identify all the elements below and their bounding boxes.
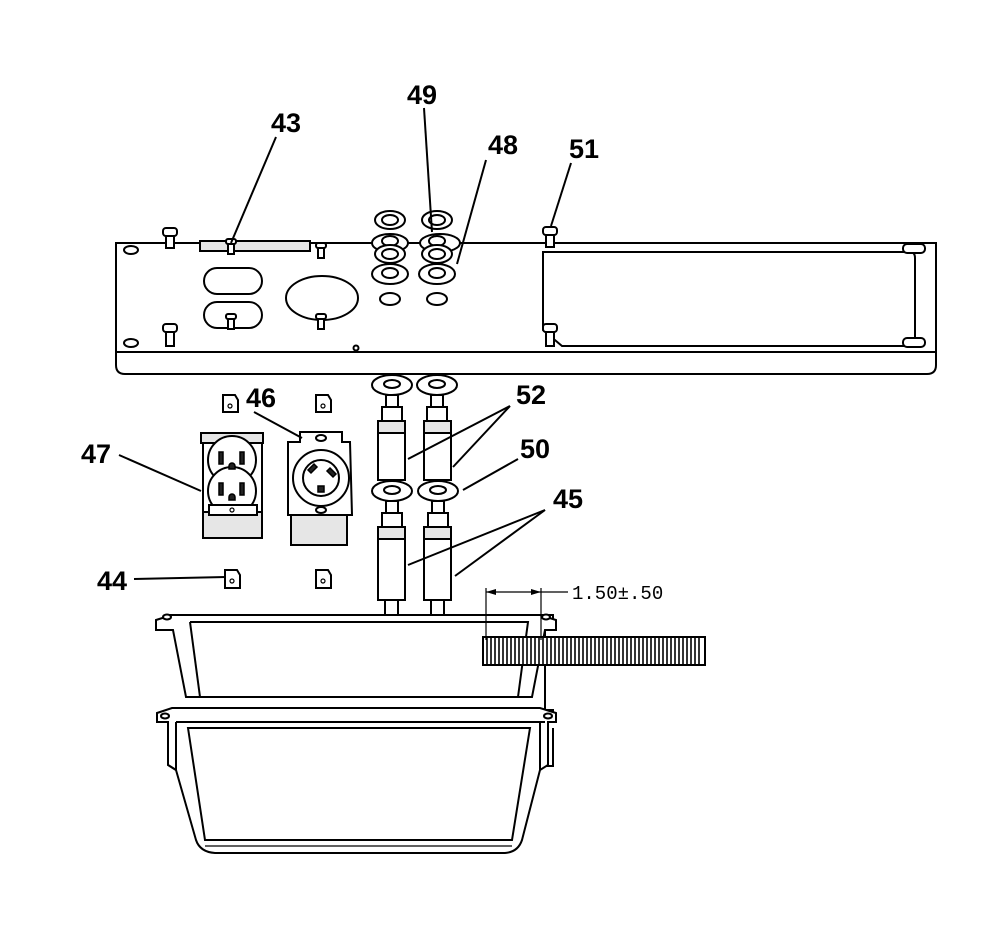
cable-ribs xyxy=(486,638,700,664)
callout-49: 49 xyxy=(407,80,437,110)
ribbed-cable xyxy=(482,636,706,666)
callout-47: 47 xyxy=(81,439,111,469)
screw-studs xyxy=(162,226,558,347)
twist-lock-receptacle xyxy=(287,431,354,546)
callout-50: 50 xyxy=(520,434,550,464)
terminal-clips xyxy=(222,394,332,589)
nut-washer-stacks xyxy=(371,210,461,285)
callout-52: 52 xyxy=(516,380,546,410)
callout-51: 51 xyxy=(569,134,599,164)
lower-posts xyxy=(371,480,459,618)
callout-43: 43 xyxy=(271,108,301,138)
top-panel xyxy=(115,240,937,375)
enclosure-box xyxy=(155,613,557,854)
callout-45: 45 xyxy=(553,484,583,514)
leader-lines xyxy=(118,107,572,580)
callout-44: 44 xyxy=(97,566,127,596)
callout-48: 48 xyxy=(488,130,518,160)
duplex-receptacle xyxy=(200,432,264,539)
upper-posts xyxy=(371,374,458,481)
dimension-annotation: 1.50±.50 xyxy=(485,583,663,640)
callout-46: 46 xyxy=(246,383,276,413)
callout-labels: 43 49 48 51 52 46 47 50 45 44 xyxy=(81,80,599,596)
dimension-label: 1.50±.50 xyxy=(572,583,663,605)
